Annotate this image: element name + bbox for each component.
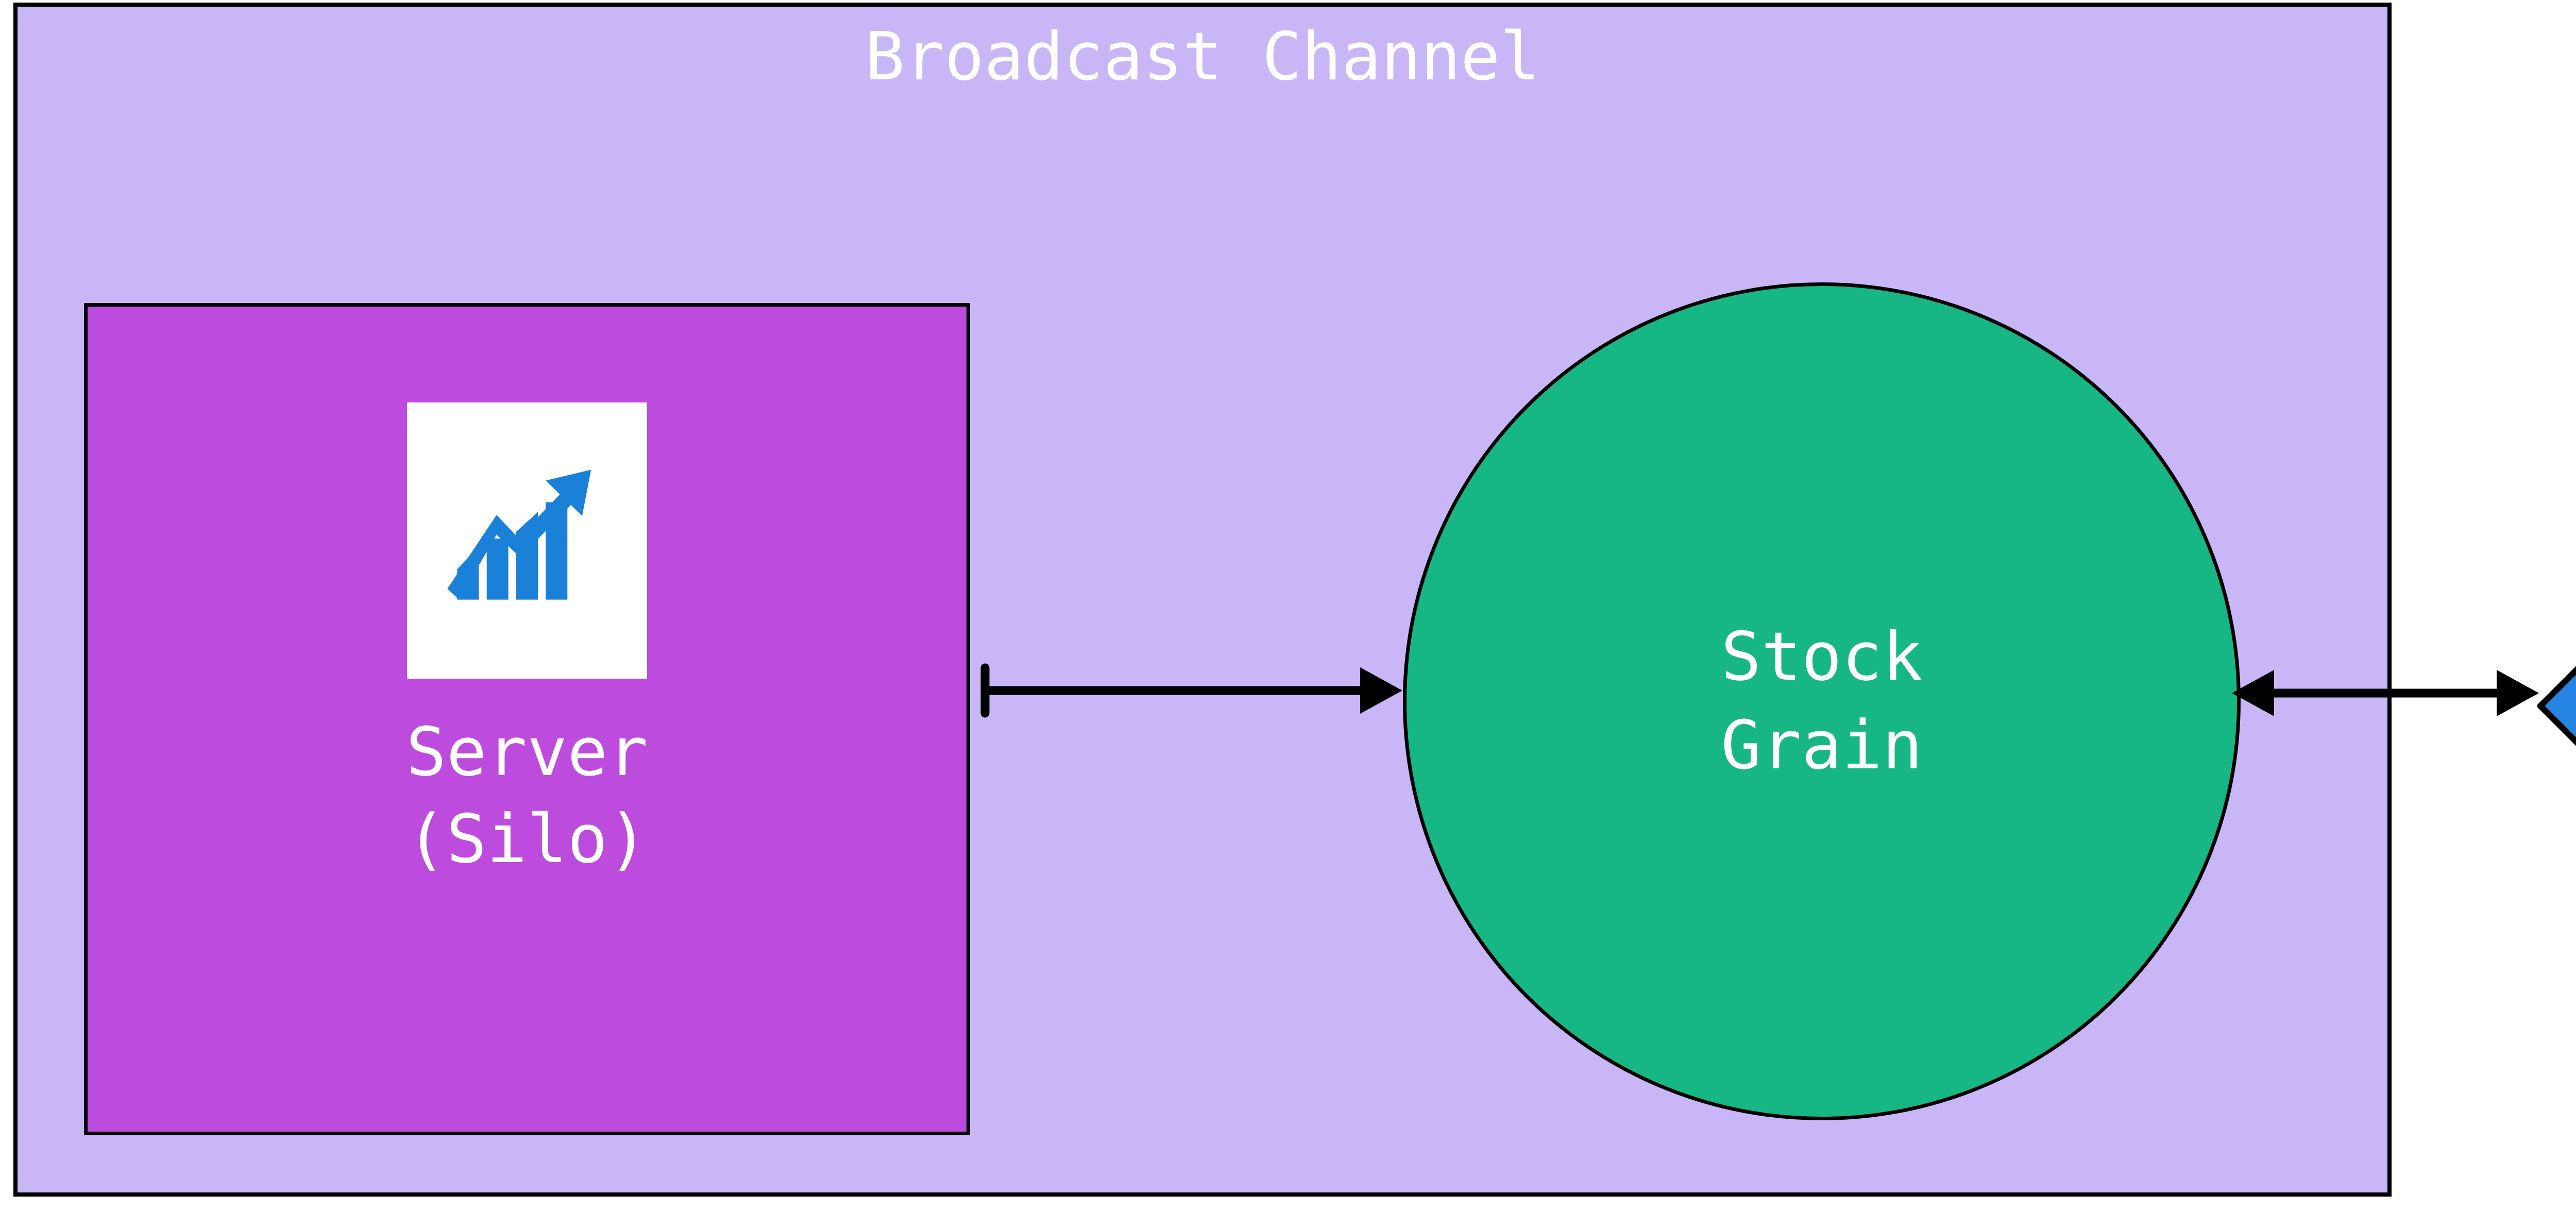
broadcast-channel-title: Broadcast Channel — [865, 19, 1540, 95]
broadcast-channel-container[interactable]: Broadcast Channel Server (Silo) — [13, 3, 2392, 1197]
node-server-silo[interactable]: Server (Silo) — [84, 303, 970, 1135]
server-icon-tile — [407, 402, 647, 679]
growth-chart-icon — [447, 469, 591, 600]
edge-grain-to-client-arrowhead-right — [2497, 670, 2539, 716]
node-server-silo-label: Server (Silo) — [406, 713, 648, 878]
node-stock-grain-label: Stock Grain — [1721, 617, 1923, 784]
client-diamond-shape — [2537, 666, 2576, 746]
node-stock-grain[interactable]: Stock Grain — [1403, 282, 2241, 1120]
node-client[interactable]: Client — [2537, 286, 2576, 1126]
